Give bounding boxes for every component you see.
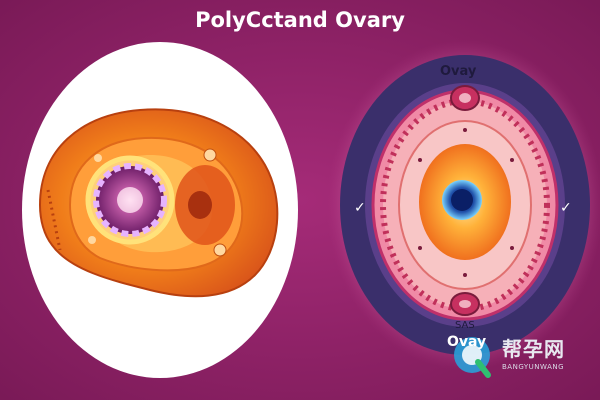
- svg-text:✓: ✓: [560, 200, 572, 216]
- watermark-text: 帮孕网: [502, 337, 565, 361]
- watermark-logo-icon: [454, 337, 491, 378]
- page-title: PolyCctand Ovary: [195, 8, 405, 32]
- watermark-subtext: BANGYUNWANG: [502, 363, 565, 371]
- right-ovary-cross-section: ✓ ✓: [327, 40, 600, 370]
- ovary-label-top: Ovay: [440, 64, 477, 79]
- small-label: SAS: [455, 320, 475, 331]
- left-ovary-illustration: [22, 42, 298, 378]
- watermark: 帮孕网 BANGYUNWANG: [450, 325, 600, 385]
- ovary-label-bottom: Ovay: [447, 334, 487, 350]
- svg-text:✓: ✓: [354, 200, 366, 216]
